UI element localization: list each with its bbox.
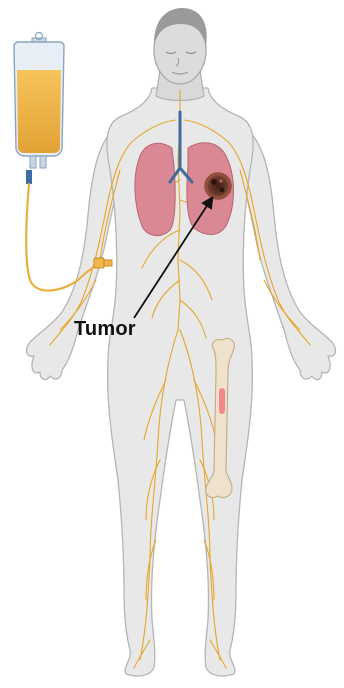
iv-catheter	[94, 258, 112, 268]
bone-lesion	[219, 388, 225, 414]
right-arm	[238, 125, 335, 379]
tumor-label: Tumor	[74, 318, 136, 341]
tumor-icon	[205, 173, 231, 199]
head	[154, 8, 207, 84]
iv-bag-icon	[14, 33, 64, 185]
left-lung	[135, 143, 175, 235]
